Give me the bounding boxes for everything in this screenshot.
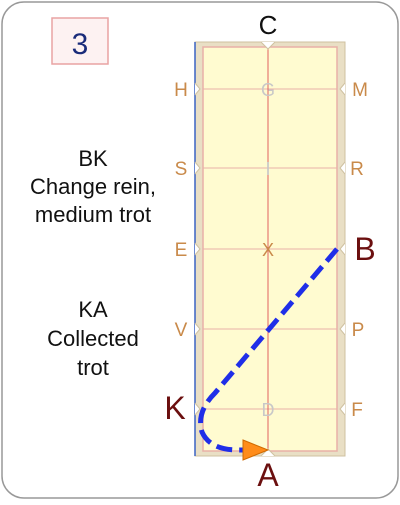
marker-e: E <box>175 240 188 261</box>
instruction-ka: KA Collected trot <box>47 297 139 380</box>
marker-h: H <box>174 80 188 101</box>
center-letter-g: G <box>261 80 275 100</box>
figure-number: 3 <box>72 28 89 61</box>
marker-m: M <box>352 80 368 101</box>
center-letter-x: X <box>262 240 274 260</box>
marker-a: A <box>257 457 279 493</box>
marker-c: C <box>259 10 278 40</box>
center-letter-d: D <box>262 400 275 420</box>
marker-b: B <box>354 231 375 267</box>
figure-number-box <box>51 17 109 65</box>
instruction-bk-line-1: Change rein, <box>30 174 156 199</box>
c-notch <box>260 41 276 50</box>
dashed-path <box>198 247 339 453</box>
marker-s: S <box>175 159 188 180</box>
center-letter-i: I <box>265 159 270 179</box>
marker-v: V <box>175 320 188 341</box>
instruction-bk-movement: BK <box>78 146 108 171</box>
instruction-ka-movement: KA <box>78 297 108 322</box>
side-notches <box>194 82 346 416</box>
instruction-ka-line-2: trot <box>77 355 109 380</box>
a-notch <box>260 448 276 457</box>
instruction-bk: BK Change rein, medium trot <box>30 146 156 227</box>
marker-k: K <box>164 390 185 426</box>
instruction-ka-line-1: Collected <box>47 326 139 351</box>
arrow-icon <box>242 439 270 461</box>
marker-p: P <box>352 320 365 341</box>
marker-f: F <box>351 400 363 421</box>
marker-r: R <box>350 159 364 180</box>
instruction-bk-line-2: medium trot <box>35 202 151 227</box>
